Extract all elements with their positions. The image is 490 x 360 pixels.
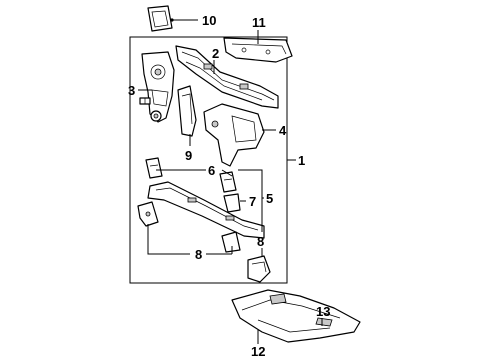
callout-8-second: 8 bbox=[257, 234, 264, 249]
assembly-bracket bbox=[129, 36, 288, 284]
callout-5: 5 bbox=[266, 191, 273, 206]
part-7-bracket bbox=[223, 193, 241, 213]
part-6-bracket-left bbox=[145, 157, 163, 179]
part-5-lower-support bbox=[147, 181, 265, 239]
part-10-seal bbox=[147, 5, 173, 32]
part-4-right-support bbox=[203, 103, 265, 167]
part-11-cover bbox=[223, 37, 293, 63]
callout-8: 8 bbox=[195, 247, 202, 262]
callout-7: 7 bbox=[249, 194, 256, 209]
callout-10: 10 bbox=[202, 13, 216, 28]
callout-4: 4 bbox=[279, 123, 287, 138]
callout-8-bracket bbox=[147, 224, 190, 255]
callout-2: 2 bbox=[212, 46, 219, 61]
callout-3: 3 bbox=[128, 83, 135, 98]
callout-1: 1 bbox=[298, 153, 305, 168]
part-8-bracket-left bbox=[137, 201, 159, 227]
bolt-upper bbox=[139, 97, 151, 105]
callout-9: 9 bbox=[185, 148, 192, 163]
part-6-bracket-right bbox=[219, 171, 237, 193]
part-9-bracket bbox=[177, 85, 197, 137]
callout-11: 11 bbox=[252, 15, 266, 30]
callout-6: 6 bbox=[208, 163, 215, 178]
callout-13: 13 bbox=[316, 304, 330, 319]
callout-6-leader-b bbox=[221, 169, 233, 177]
callout-5-bracket bbox=[238, 169, 263, 232]
part-8-bracket-right bbox=[221, 231, 241, 253]
callout-12: 12 bbox=[251, 344, 265, 359]
part-2-upper-support bbox=[175, 45, 279, 109]
part-12-13-under-cover bbox=[231, 289, 361, 343]
callout-10-dot bbox=[170, 18, 174, 22]
bolt-lower bbox=[150, 110, 162, 122]
part-8-clip bbox=[247, 255, 271, 283]
